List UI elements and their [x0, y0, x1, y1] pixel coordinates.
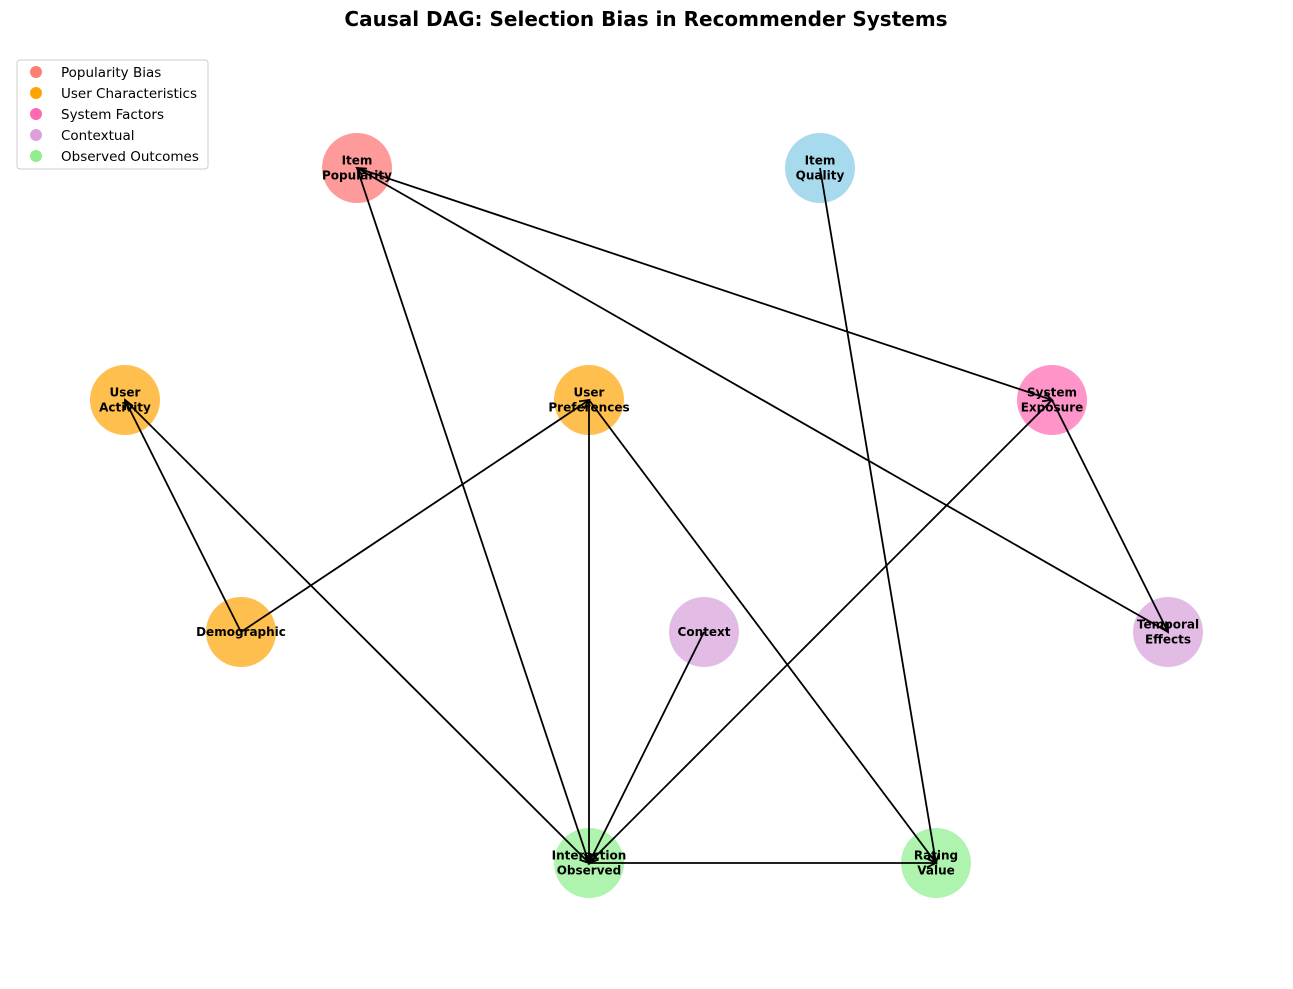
- edge-system_exposure-to-interaction_observed: [587, 399, 1053, 865]
- legend-item: Contextual: [30, 128, 134, 144]
- edge-demographic-to-user_activity: [124, 398, 242, 633]
- legend-marker: [30, 108, 42, 120]
- legend-item: Observed Outcomes: [30, 149, 199, 165]
- edge-user_activity-to-interaction_observed: [124, 399, 591, 865]
- legend-marker: [30, 87, 42, 99]
- edge-user_preferences-to-interaction_observed: [583, 400, 595, 866]
- node-label: Observed: [557, 864, 622, 878]
- arrowhead: [1159, 621, 1169, 634]
- legend-marker: [30, 150, 42, 162]
- nodes-layer: ItemPopularityItemQualityUserActivityUse…: [90, 133, 1203, 898]
- edge-demographic-to-user_preferences: [240, 398, 591, 633]
- node-label: Item: [342, 154, 373, 168]
- edge-system_exposure-to-temporal_effects: [1051, 399, 1169, 634]
- edge-context-to-interaction_observed: [588, 631, 705, 865]
- arrowhead: [926, 857, 939, 869]
- legend-label: Popularity Bias: [61, 65, 161, 81]
- edge-interaction_observed-to-rating_value: [589, 857, 939, 869]
- legend-frame: [16, 59, 209, 170]
- node-label: Item: [805, 154, 836, 168]
- edge-item_popularity-to-interaction_observed: [356, 167, 592, 865]
- node-label: User: [110, 386, 141, 400]
- node-label: User: [574, 386, 605, 400]
- node-label: Quality: [796, 169, 845, 183]
- legend-item: Popularity Bias: [30, 65, 161, 81]
- legend-label: System Factors: [61, 107, 164, 123]
- node-label: Value: [917, 864, 955, 878]
- legend-label: User Characteristics: [61, 86, 197, 102]
- edges-layer: [124, 166, 1169, 869]
- node-label: System: [1027, 386, 1077, 400]
- legend-marker: [30, 66, 42, 78]
- node-label: Exposure: [1021, 401, 1084, 415]
- node-label: Effects: [1145, 633, 1191, 647]
- node-label: Rating: [914, 849, 958, 863]
- legend-label: Observed Outcomes: [61, 149, 199, 165]
- figure-title: Causal DAG: Selection Bias in Recommende…: [344, 7, 947, 31]
- legend-label: Contextual: [61, 128, 134, 144]
- legend-item: User Characteristics: [30, 86, 197, 102]
- legend-marker: [30, 129, 42, 141]
- legend-item: System Factors: [30, 107, 164, 123]
- edge-item_quality-to-rating_value: [819, 167, 940, 866]
- node-label: Context: [678, 625, 731, 639]
